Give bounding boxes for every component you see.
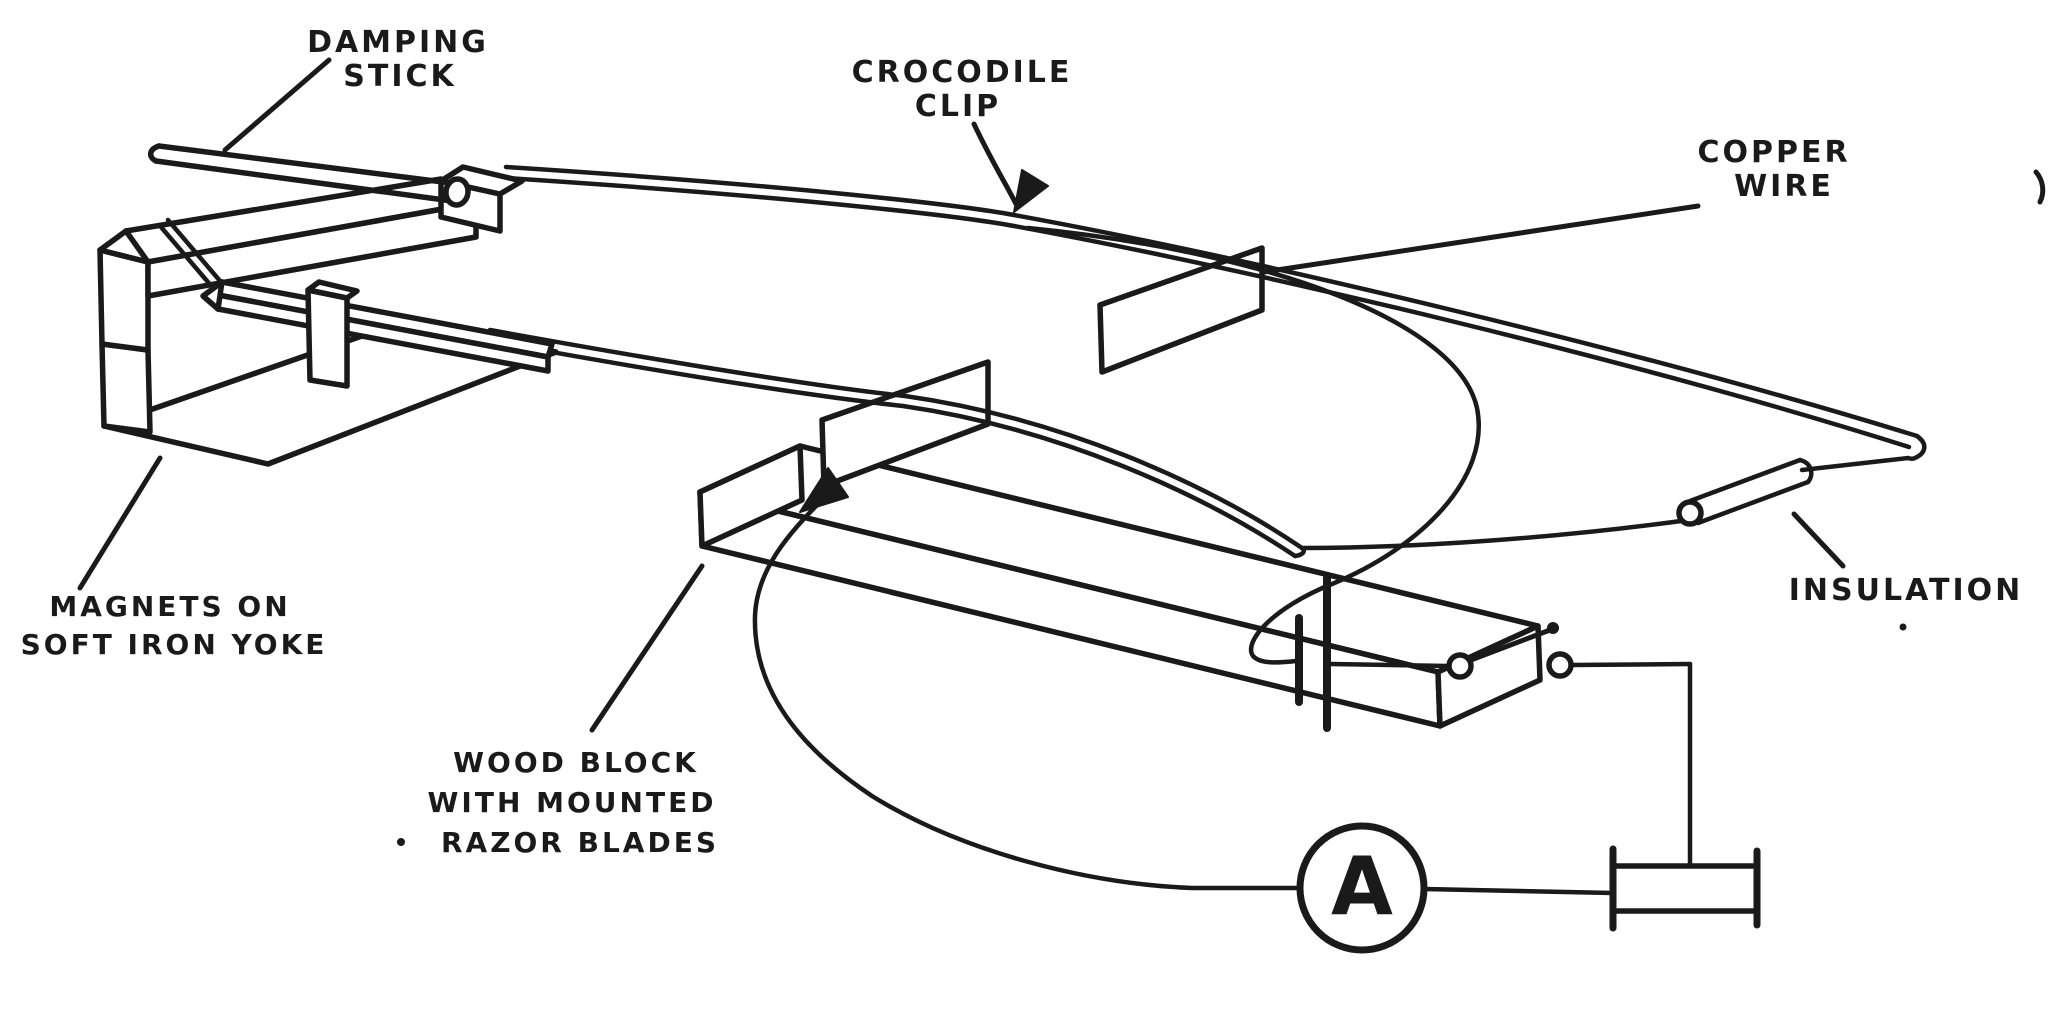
insulation-leader [1791,511,1846,569]
rheostat-body [1610,863,1760,914]
switch [1446,622,1693,680]
ammeter-symbol: A [1331,840,1393,933]
magnets-label-line2: SOFT IRON YOKE [21,628,328,661]
magnet-yoke-assembly [97,164,559,467]
yoke-right-end-top [438,164,525,197]
damping-stick-top-edge [156,143,454,186]
ammeter: A [752,467,1616,954]
wood-block-label-line3: RAZOR BLADES [441,826,719,859]
copper-wire-label-line1: COPPER [1697,135,1850,170]
damping-stick [148,143,471,208]
magnets-leader [77,455,163,591]
stray-dot-right [1899,623,1907,631]
blade-to-ammeter-lead [752,481,1305,891]
copper-wire-bottom-strand-inner [487,338,1298,559]
back-magnet-front-face [145,200,479,299]
magnets-label-line1: MAGNETS ON [49,590,290,623]
damping-stick-label-line2: STICK [343,59,457,94]
damping-stick-bottom-edge [153,158,455,204]
wire-entry-stub-top [165,217,229,291]
label-leaders [77,57,1846,733]
clip-lead [1025,225,1481,665]
crocodile-clip-arrow [1013,169,1049,213]
wood-block-label-line2: WITH MOUNTED [428,786,717,819]
copper-wire-top-strand-inner [503,175,1912,450]
battery [1295,574,1452,732]
copper-wire-top-strand [503,164,1920,439]
crocodile-clip-label-line1: CROCODILE [852,55,1073,90]
yoke-front-post-face [305,287,350,389]
crocodile-clip-leader [971,121,1019,207]
front-magnet-left-wedge [200,279,225,312]
stray-ink-mark [2033,169,2046,205]
copper-wire-loop-end-join [1292,545,1306,559]
insulation-sleeve-right-cap [1797,457,1814,485]
copper-wire-bottom-strand [487,327,1305,551]
switch-left-terminal [1446,652,1474,680]
ammeter-to-rheostat-wire [1421,886,1616,896]
copper-wire-right-corner [1799,433,1927,473]
right-razor-blade [1097,245,1265,375]
copper-wire-label-line2: WIRE [1734,169,1834,204]
damping-stick-right-end [443,176,471,208]
insulation-sleeve-bottom-edge [1695,479,1811,526]
copper-wire-leader [1261,203,1701,275]
copper-wire-loop [487,164,1927,559]
yoke-floor [101,319,559,467]
insulation-sleeve-left-cap [1676,499,1704,527]
switch-to-rheostat-wire [1569,661,1693,668]
crocodile-clip-label-line2: CLIP [915,89,1001,124]
wood-block-left-end [697,443,805,549]
rheostat [1609,661,1761,932]
yoke-left-block-front [97,247,151,353]
labels: DAMPING STICK CROCODILE CLIP COPPER WIRE… [21,25,2023,859]
stray-dot-left [397,838,405,846]
wood-block-right-end [1435,623,1543,729]
wood-block-label-line1: WOOD BLOCK [453,746,699,779]
stray-marks [397,169,2046,846]
copper-wire-return-strand [1299,518,1684,551]
left-razor-blade [819,359,991,489]
damping-stick-left-cap [148,143,162,164]
battery-to-clip-lead [1025,225,1481,665]
wood-block-leader [589,563,705,733]
damping-stick-label-line1: DAMPING [307,25,489,60]
yoke-left-wall-lower [99,341,153,435]
insulation-label: INSULATION [1789,573,2023,608]
switch-right-terminal [1546,651,1574,679]
yoke-front-post-top [305,279,360,301]
switch-lever [1468,627,1553,663]
razor-blades [819,245,1265,489]
battery-to-switch-wire [1328,661,1452,669]
wire-entry-stub-bottom [158,224,222,298]
damping-stick-leader [222,57,332,153]
insulation-sleeve-top-edge [1687,457,1803,504]
switch-lever-tip [1547,622,1559,634]
